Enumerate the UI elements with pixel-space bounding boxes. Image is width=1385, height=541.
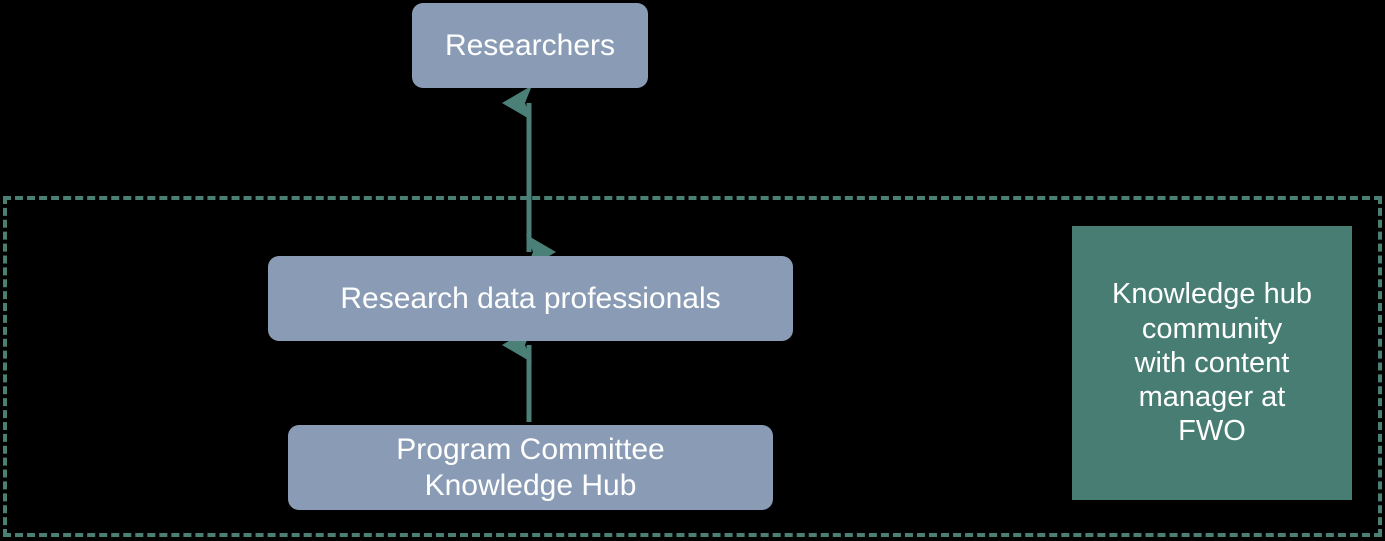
node-researchers-label: Researchers xyxy=(444,28,616,62)
node-program-committee-knowledge-hub-label: Program Committee Knowledge Hub xyxy=(396,433,665,502)
node-knowledge-hub-community-label: Knowledge hub community with content man… xyxy=(1112,278,1312,448)
node-research-data-professionals[interactable]: Research data professionals xyxy=(268,256,793,341)
node-researchers[interactable]: Researchers xyxy=(412,3,648,88)
node-knowledge-hub-community[interactable]: Knowledge hub community with content man… xyxy=(1072,226,1352,500)
node-program-committee-knowledge-hub[interactable]: Program Committee Knowledge Hub xyxy=(288,425,773,510)
knowledge-hub-boundary xyxy=(3,196,1382,537)
node-research-data-professionals-label: Research data professionals xyxy=(340,281,721,315)
